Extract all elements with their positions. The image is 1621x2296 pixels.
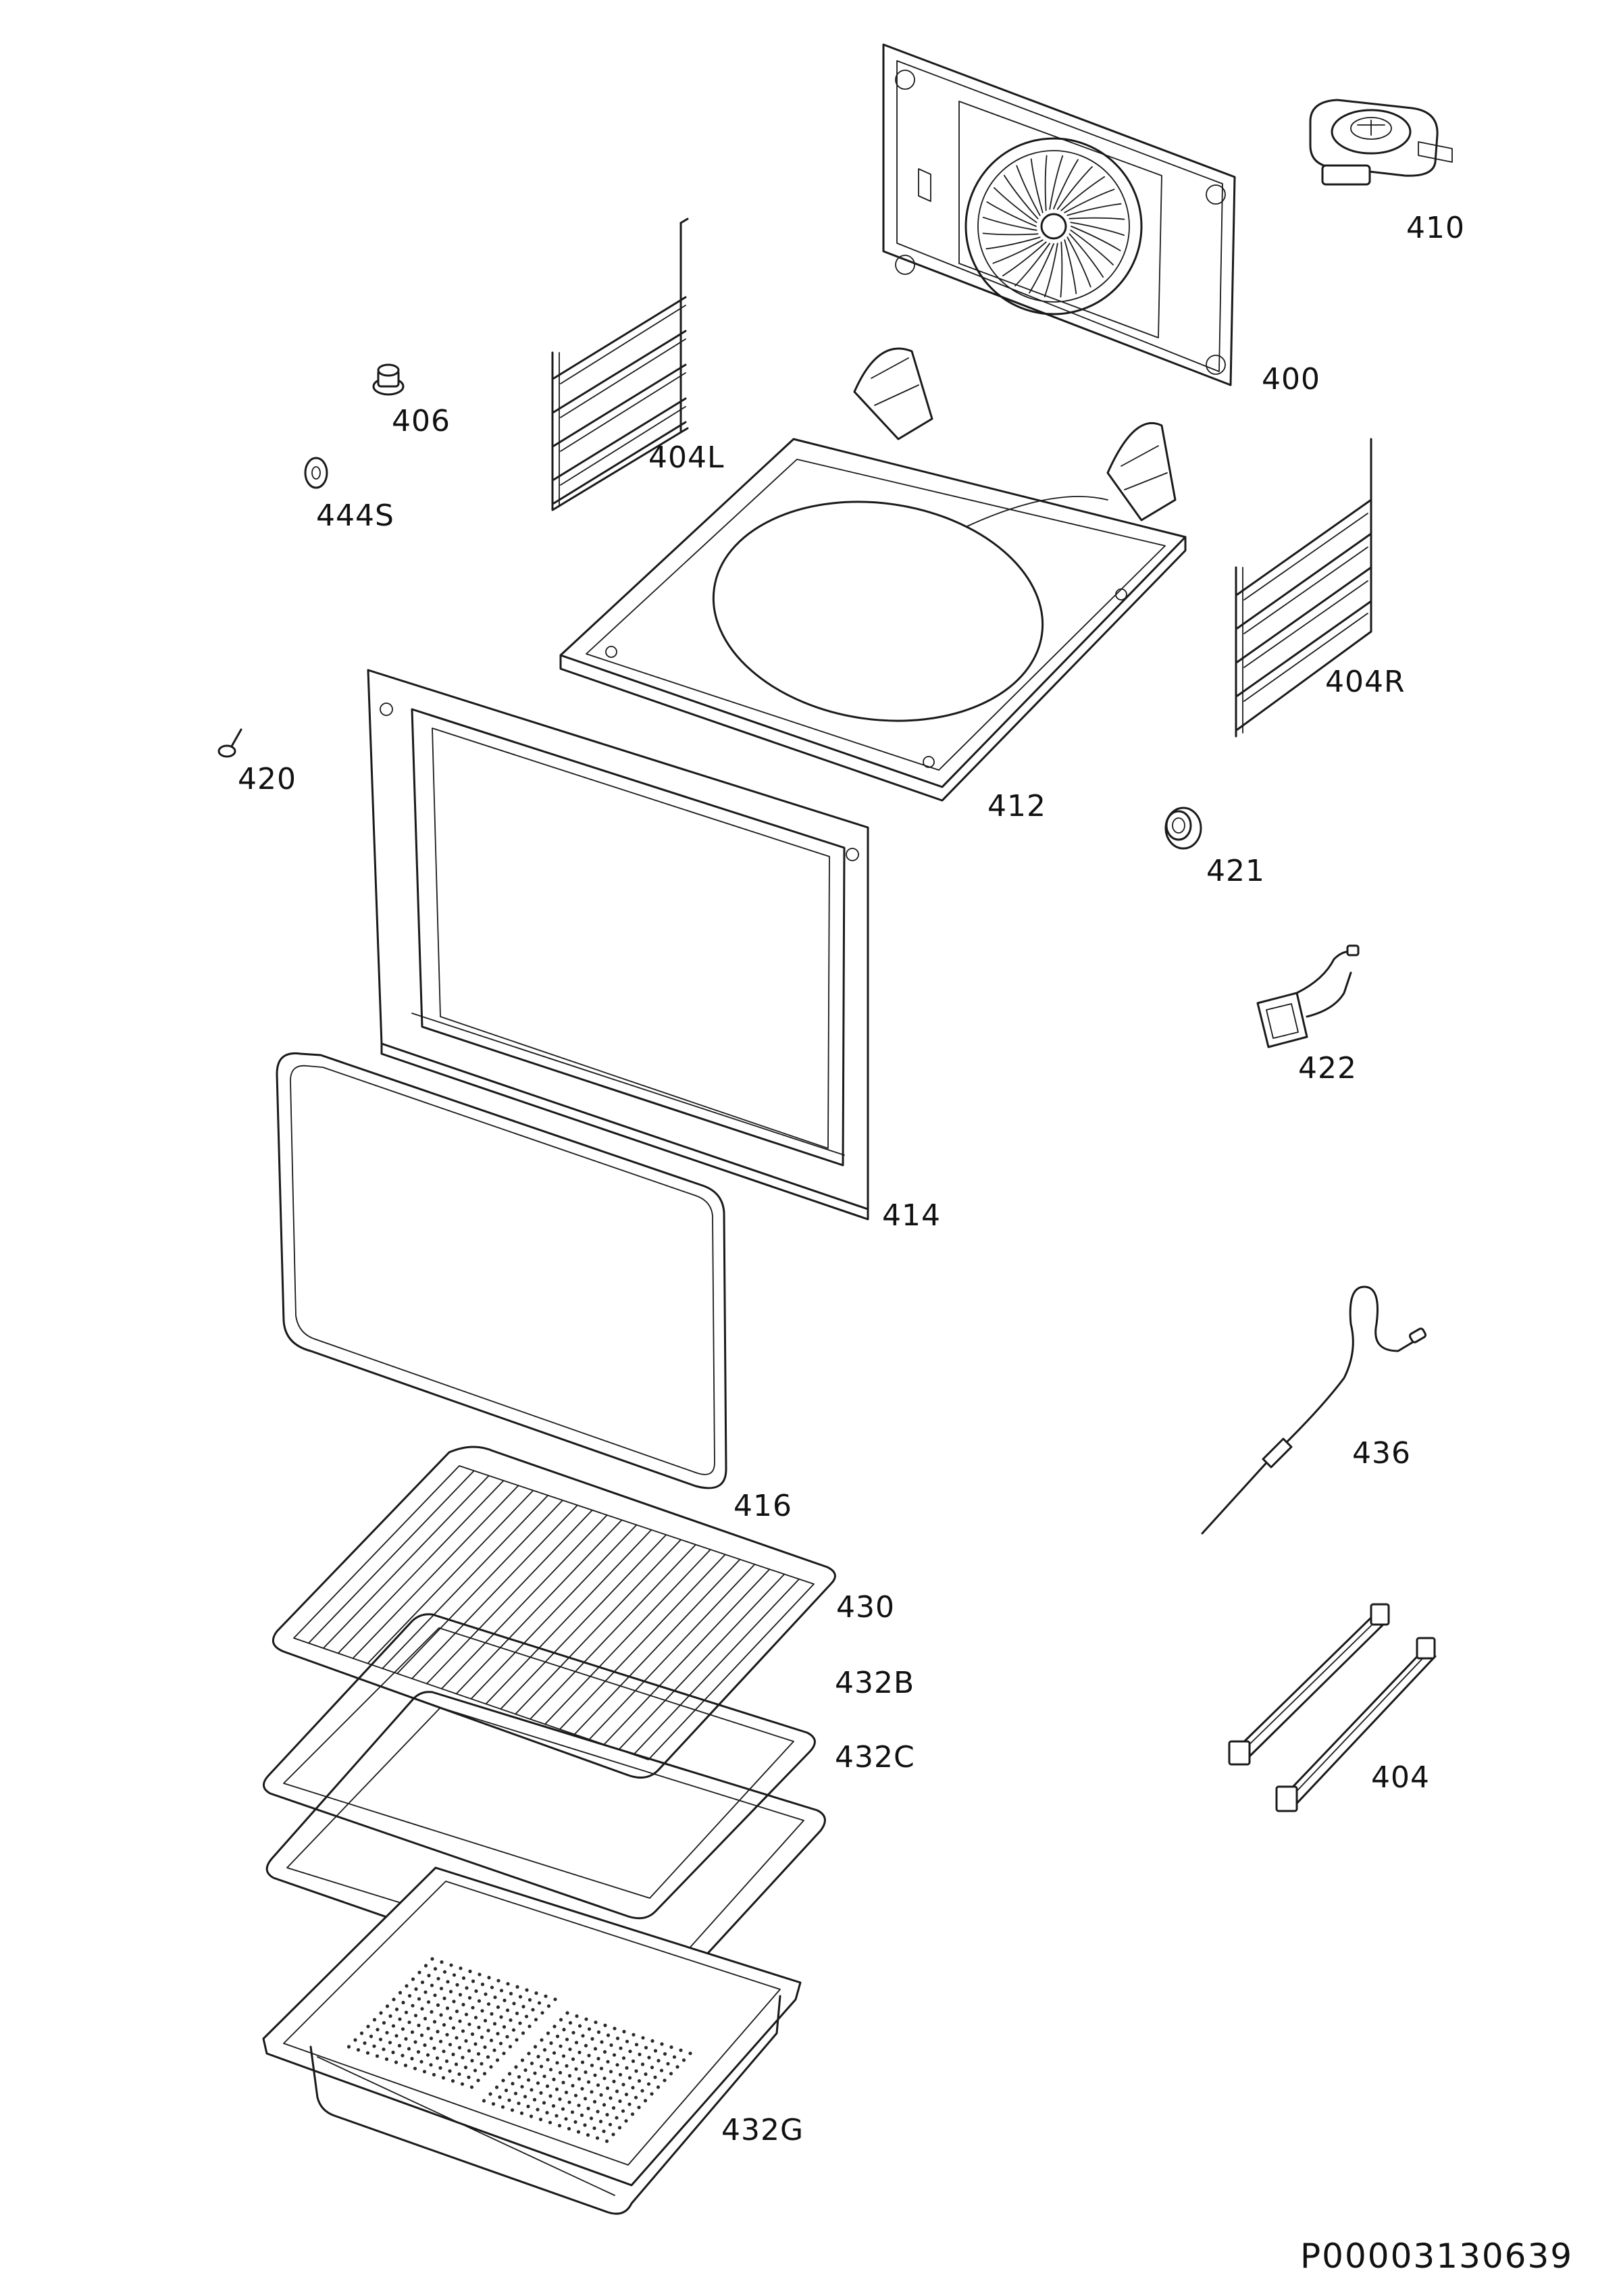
part-422-lamp-holder xyxy=(1256,944,1360,1048)
label-430: 430 xyxy=(836,1590,895,1625)
document-number: P00003130639 xyxy=(1300,2237,1574,2276)
label-420: 420 xyxy=(238,762,297,796)
part-436-meat-probe xyxy=(1201,1285,1427,1535)
part-420-screw xyxy=(217,728,242,758)
label-404: 404 xyxy=(1371,1760,1430,1795)
part-404-telescopic-runners xyxy=(1228,1603,1437,1812)
label-410: 410 xyxy=(1406,211,1465,245)
label-412: 412 xyxy=(987,789,1046,823)
part-444S-washer xyxy=(304,457,328,489)
label-432B: 432B xyxy=(835,1666,915,1700)
part-432B-baking-tray xyxy=(263,1613,816,1920)
part-421-grommet xyxy=(1164,807,1202,850)
part-432G-perforated-steam-pan xyxy=(262,1866,802,2215)
label-422: 422 xyxy=(1298,1051,1357,1086)
label-406: 406 xyxy=(392,404,451,438)
label-436: 436 xyxy=(1352,1436,1411,1471)
part-406-fastener xyxy=(372,363,405,396)
part-404R-right-shelf-rack xyxy=(1235,438,1372,738)
part-404L-left-shelf-rack xyxy=(551,218,689,511)
label-404L: 404L xyxy=(648,440,725,475)
label-416: 416 xyxy=(734,1489,792,1523)
label-414: 414 xyxy=(882,1198,941,1233)
part-400-back-panel xyxy=(882,43,1236,386)
label-432C: 432C xyxy=(835,1740,915,1775)
label-421: 421 xyxy=(1206,854,1265,888)
label-400: 400 xyxy=(1262,362,1320,397)
part-430-wire-grill-shelf xyxy=(272,1446,836,1779)
part-414-front-frame xyxy=(367,669,869,1221)
part-410-fan-motor xyxy=(1309,99,1453,186)
part-412-top-plate xyxy=(559,347,1187,802)
part-416-door-gasket xyxy=(276,1052,727,1489)
label-432G: 432G xyxy=(721,2113,804,2147)
label-404R: 404R xyxy=(1325,665,1406,699)
label-444S: 444S xyxy=(316,499,394,533)
